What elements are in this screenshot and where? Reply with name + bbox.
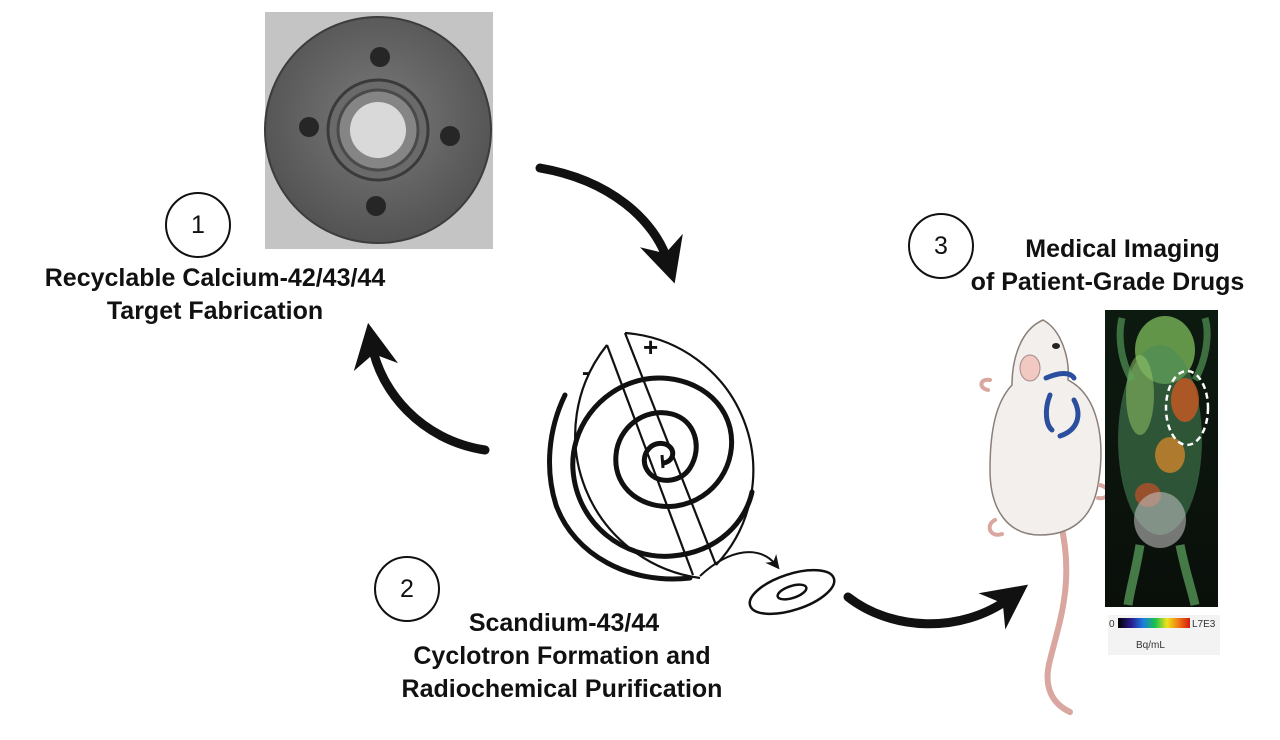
- step-2-number: 2: [374, 556, 440, 622]
- colorbar-max-label: L7E3: [1192, 619, 1216, 630]
- step-3-line-1: Medical Imaging: [1025, 235, 1220, 263]
- cyclotron-dee-positive: [624, 331, 755, 566]
- step-3-line-2: of Patient-Grade Drugs: [970, 268, 1245, 296]
- step-1-line-1: Recyclable Calcium-42/43/44: [44, 264, 386, 292]
- bolt-hole-left: [299, 117, 319, 137]
- mouse-ear: [1019, 354, 1041, 382]
- cyclotron-beam-spiral: [570, 375, 755, 559]
- step-2-line-1: Scandium-43/44: [468, 609, 660, 637]
- colorbar-unit-label: Bq/mL: [1136, 640, 1165, 651]
- bolt-hole-top: [370, 47, 390, 67]
- scandium-product-disk: [748, 568, 836, 616]
- step-3-label: Medical Imaging of Patient-Grade Drugs: [940, 233, 1275, 299]
- mouse-body: [989, 319, 1102, 536]
- cyclotron-schematic: [547, 331, 780, 582]
- arrow-recycle-to-target: [353, 322, 490, 455]
- pet-color-scale: 0 L7E3 Bq/mL: [1108, 615, 1220, 655]
- step-2-line-2: Cyclotron Formation and: [413, 642, 711, 670]
- colorbar-min-label: 0: [1109, 619, 1115, 630]
- pet-tumor-outline: [1164, 369, 1210, 447]
- step-1-line-2: Target Fabrication: [106, 297, 324, 325]
- tumor-marker: [1043, 371, 1081, 439]
- cyclotron-plus-label: +: [643, 332, 658, 362]
- cyclotron-dee-negative: [574, 344, 701, 580]
- step-3-number: 3: [908, 213, 974, 279]
- mouse-illustration: [979, 319, 1110, 715]
- cyclotron-extraction-beam: [699, 551, 780, 577]
- pet-scan-image: [1105, 310, 1218, 607]
- step-2-line-3: Radiochemical Purification: [401, 675, 723, 703]
- step-1-number: 1: [165, 192, 231, 258]
- arrow-product-to-imaging: [843, 584, 1029, 630]
- bolt-hole-bottom: [366, 196, 386, 216]
- calcium-target-photo: [264, 12, 493, 249]
- step-2-label: Scandium-43/44 Cyclotron Formation and R…: [362, 607, 762, 706]
- cyclotron-minus-label: -: [582, 359, 590, 386]
- arrow-target-to-cyclotron: [535, 163, 683, 284]
- mouse-tail: [1044, 517, 1073, 715]
- step-1-label: Recyclable Calcium-42/43/44 Target Fabri…: [18, 262, 412, 328]
- bolt-hole-right: [440, 126, 460, 146]
